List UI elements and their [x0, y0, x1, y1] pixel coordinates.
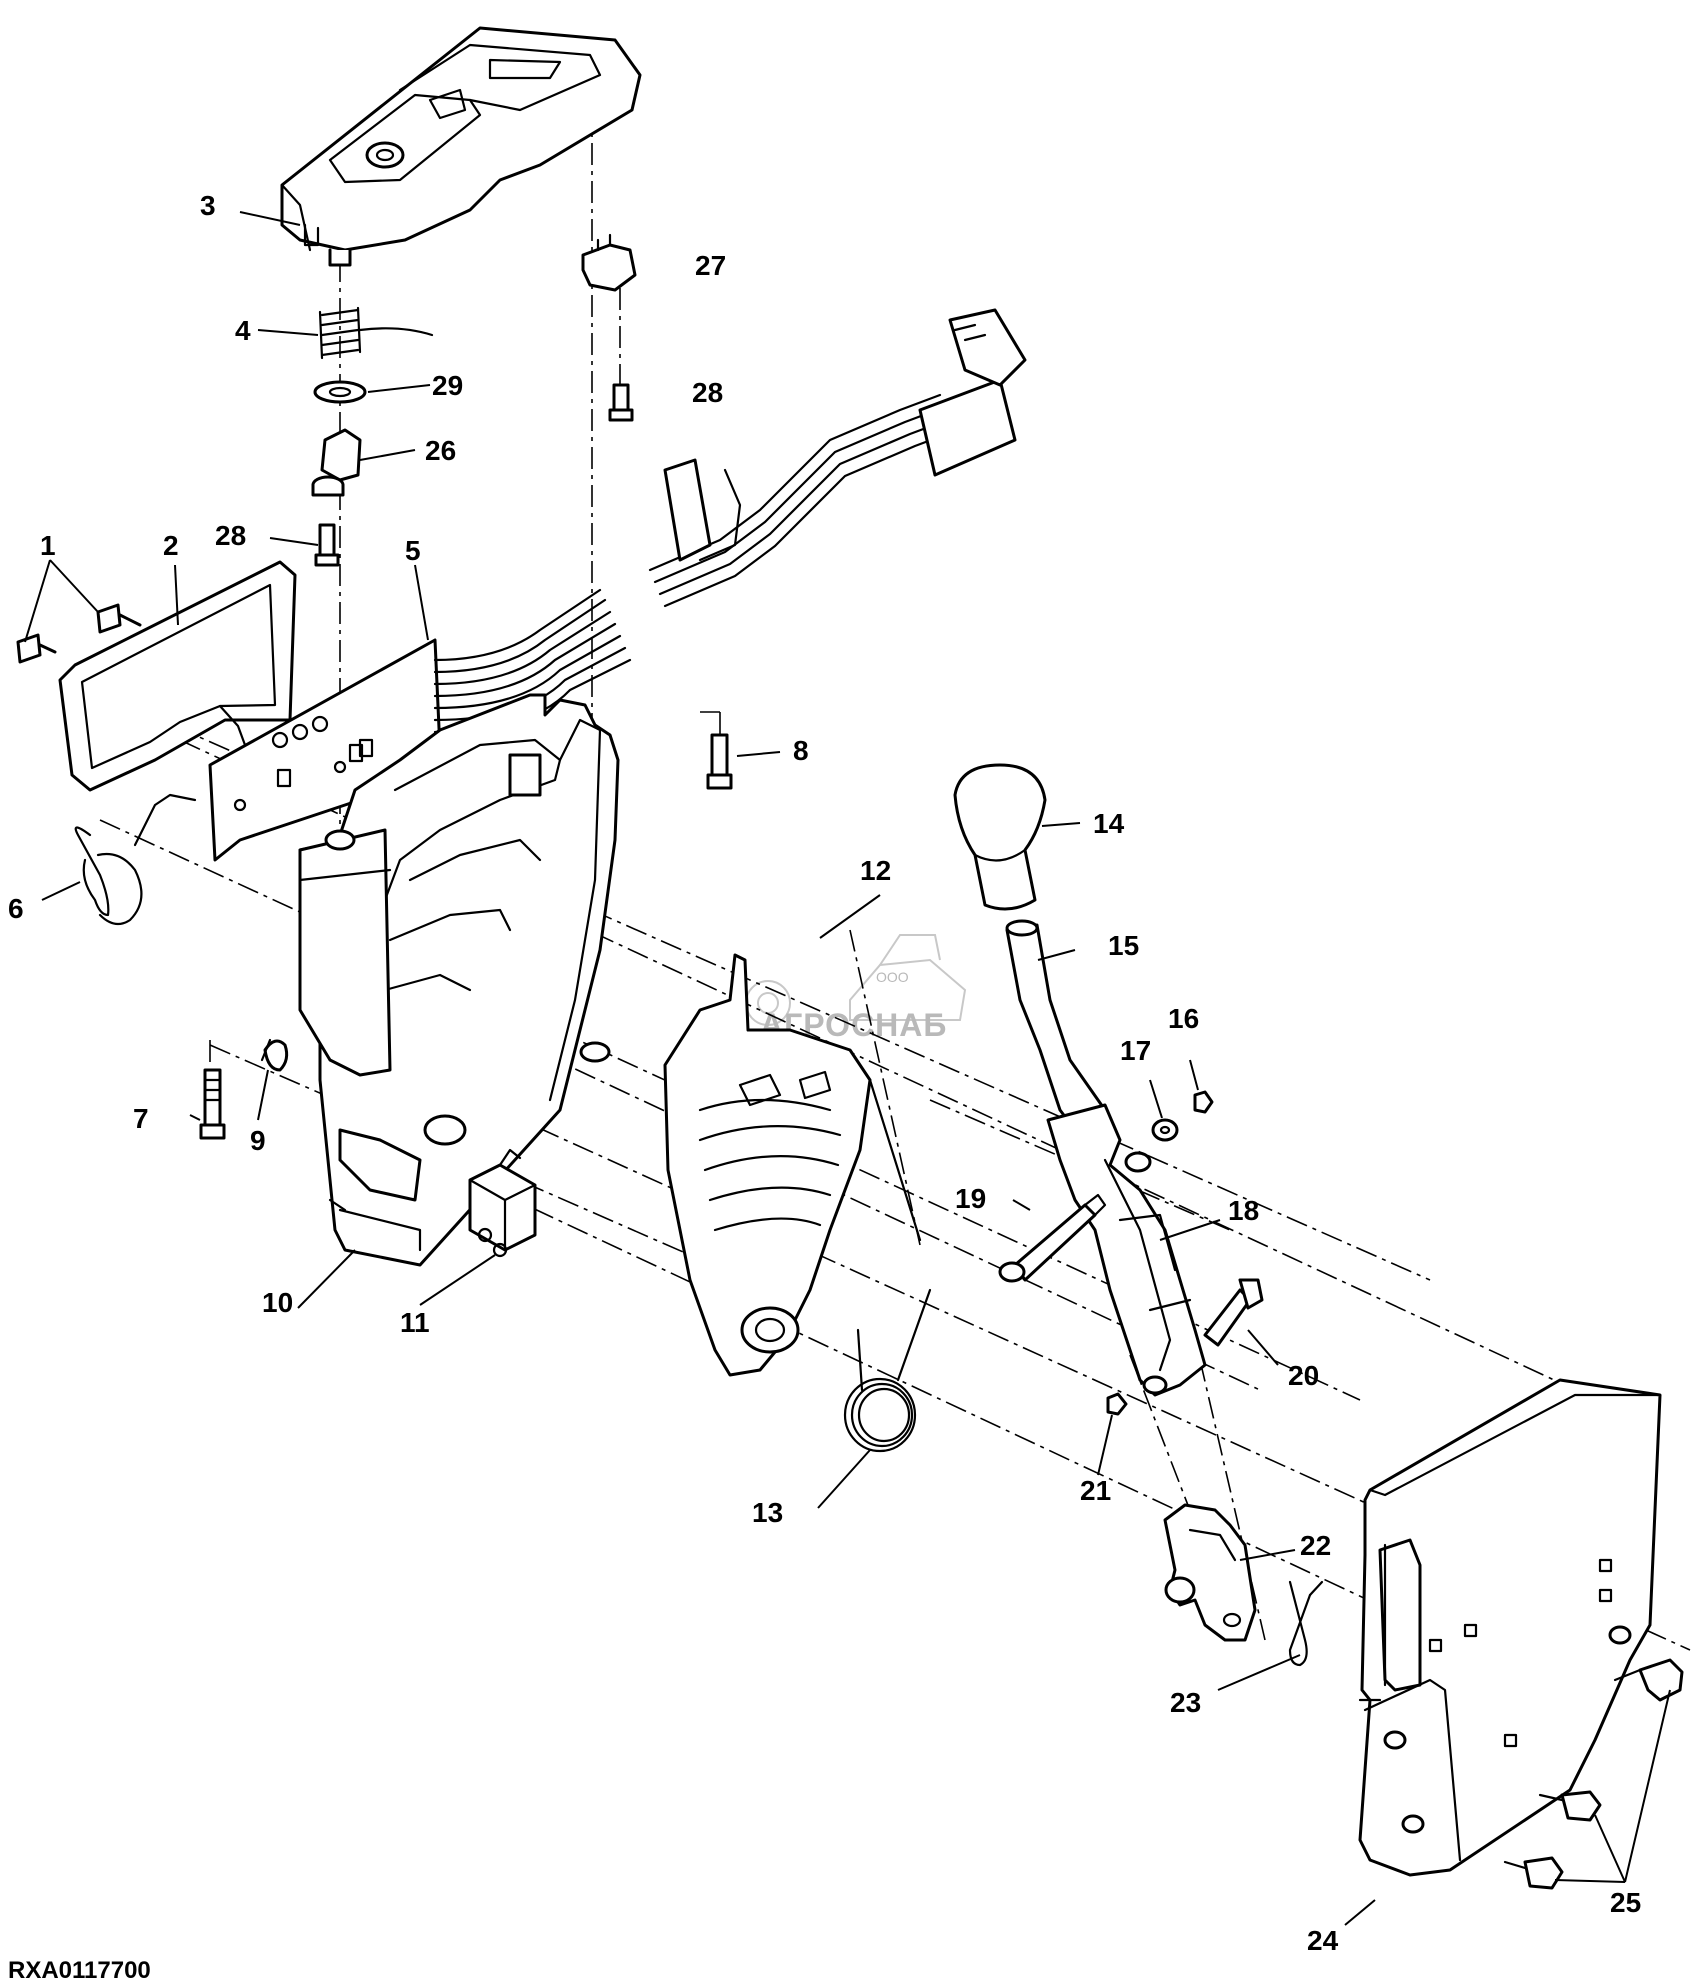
- callout-8: 8: [793, 735, 809, 766]
- part-22-detent-lever: [1163, 1503, 1257, 1642]
- callout-26: 26: [425, 435, 456, 466]
- part-6-spring-clip: [74, 793, 197, 926]
- callout-18: 18: [1228, 1195, 1259, 1226]
- callout-14: 14: [1093, 808, 1125, 839]
- callout-25: 25: [1610, 1887, 1641, 1918]
- callout-labels: 1 2 3 4 5 6 7 8 9 10 11 12 13 14 15 16 1…: [8, 190, 1641, 1956]
- part-13-torsion-spring: [843, 1288, 932, 1453]
- part-23-cotter-pin: [1288, 1580, 1324, 1667]
- part-29-washer: [313, 380, 367, 404]
- part-28b-bolt: [608, 383, 634, 422]
- callout-27: 27: [695, 250, 726, 281]
- part-1-screws: [16, 603, 142, 664]
- part-24-cover-plate: [1358, 1378, 1662, 1877]
- callout-11: 11: [400, 1307, 430, 1338]
- callout-12: 12: [860, 855, 891, 886]
- callout-3: 3: [200, 190, 216, 221]
- part-28a-bolt: [314, 523, 340, 567]
- part-18-lever-bracket: [1046, 1103, 1207, 1397]
- callout-28a: 28: [215, 520, 246, 551]
- callout-7: 7: [133, 1103, 149, 1134]
- part-2-gasket: [58, 560, 297, 792]
- part-11-micro-switch: [468, 1148, 537, 1258]
- callout-4: 4: [235, 315, 251, 346]
- leader-lines: [24, 211, 1671, 1926]
- callout-2: 2: [163, 530, 179, 561]
- callout-22: 22: [1300, 1530, 1331, 1561]
- callout-19: 19: [955, 1183, 986, 1214]
- part-12-gate-plate: [663, 953, 922, 1377]
- callout-24: 24: [1307, 1925, 1339, 1956]
- figure-id: RXA0117700: [8, 1957, 151, 1984]
- part-26-cam-block: [311, 428, 362, 497]
- part-14-knob: [953, 763, 1047, 911]
- callout-29: 29: [432, 370, 463, 401]
- part-19-pin: [998, 1193, 1107, 1283]
- part-5-wiring-harness: [208, 308, 1027, 862]
- part-20-bolt: [1203, 1278, 1264, 1347]
- callout-1: 1: [40, 530, 56, 561]
- callout-13: 13: [752, 1497, 783, 1528]
- callout-10: 10: [262, 1287, 293, 1318]
- part-7-bolt: [199, 1068, 226, 1140]
- callout-5: 5: [405, 535, 421, 566]
- callout-20: 20: [1288, 1360, 1319, 1391]
- callout-28b: 28: [692, 377, 723, 408]
- watermark-prefix: ООО: [876, 969, 909, 985]
- callout-23: 23: [1170, 1687, 1201, 1718]
- part-27-clip: [581, 233, 637, 292]
- part-21-nut: [1106, 1392, 1128, 1416]
- callout-9: 9: [250, 1125, 266, 1156]
- callout-6: 6: [8, 893, 24, 924]
- part-16-nut: [1193, 1090, 1214, 1114]
- callout-15: 15: [1108, 930, 1139, 961]
- callout-17: 17: [1120, 1035, 1151, 1066]
- callout-21: 21: [1080, 1475, 1111, 1506]
- part-17-washer: [1151, 1118, 1179, 1142]
- part-4-spring: [318, 306, 434, 360]
- part-9-retaining-clip: [260, 1038, 289, 1072]
- callout-16: 16: [1168, 1003, 1199, 1034]
- part-3-top-cover: [280, 26, 642, 267]
- part-25-screws: [1503, 1658, 1684, 1890]
- part-8-bolt: [706, 733, 733, 790]
- part-10-housing: [298, 693, 620, 1267]
